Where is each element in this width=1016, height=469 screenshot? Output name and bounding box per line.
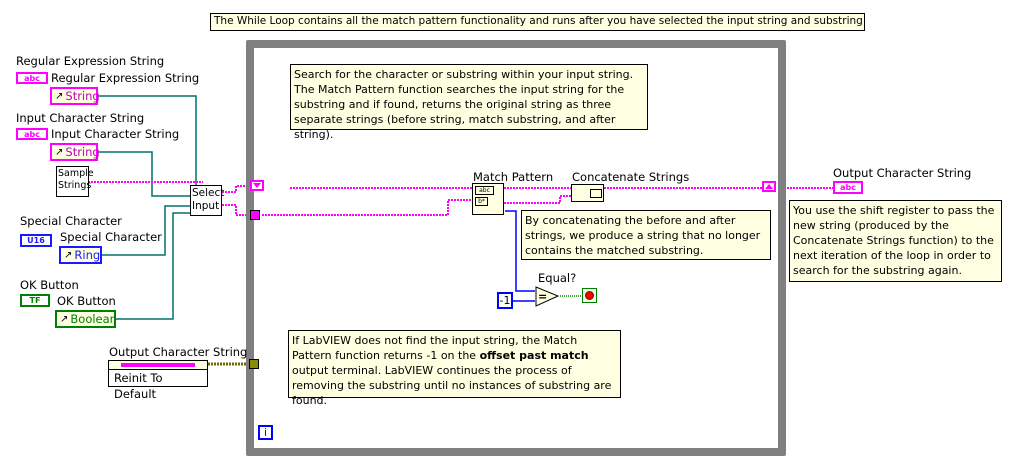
- ref-wire-ok: [114, 212, 192, 320]
- property-node[interactable]: Reinit To Default: [108, 360, 208, 401]
- reference-arrow-icon: ↗: [55, 146, 64, 158]
- svg-text:=: =: [538, 290, 547, 303]
- propnode-property[interactable]: Reinit To Default: [114, 371, 163, 401]
- concatenate-icon: [590, 189, 602, 198]
- ref-input[interactable]: ↗String: [50, 143, 100, 161]
- propnode-tunnel[interactable]: [249, 359, 259, 369]
- propnode-label: Output Character String: [109, 345, 248, 359]
- indicator-label: Output Character String: [833, 166, 972, 180]
- while-loop[interactable]: [246, 40, 786, 456]
- tunnel-to-match-wire: [262, 199, 472, 216]
- reference-arrow-icon: ↗: [64, 249, 73, 261]
- ref-type: String: [65, 145, 100, 159]
- propnode-header: [109, 361, 207, 370]
- string-type-icon: abc: [24, 129, 40, 139]
- equal-function: [535, 286, 560, 307]
- ref-type: String: [65, 89, 100, 103]
- ref-wire-regex: [97, 95, 197, 187]
- terminal-input[interactable]: abc: [16, 128, 48, 140]
- match-pattern-icon: abc: [475, 186, 494, 195]
- terminal-label-ok: OK Button: [57, 294, 116, 308]
- ref-wire-input: [97, 151, 192, 197]
- offset-wire: [505, 210, 535, 292]
- shift-register-left[interactable]: [250, 180, 264, 191]
- boolean-type-icon: TF: [29, 296, 41, 305]
- shift-up-arrow-icon: [765, 184, 773, 189]
- terminal-regex[interactable]: abc: [16, 72, 48, 84]
- terminal-label-special: Special Character: [60, 230, 162, 244]
- equal-label: Equal?: [538, 271, 577, 285]
- match-pattern-regex-icon: b*: [475, 197, 488, 206]
- label-input: Input Character String: [16, 111, 145, 125]
- string-type-icon: abc: [840, 183, 856, 192]
- note-not-found-pre: If LabVIEW does not find the input strin…: [292, 334, 578, 362]
- note-shift-register: You use the shift register to pass the n…: [789, 200, 1002, 282]
- indicator-terminal[interactable]: abc: [833, 181, 863, 194]
- select-to-shift-wire: [222, 185, 250, 193]
- stop-icon: [585, 291, 594, 300]
- label-regex: Regular Expression String: [16, 54, 165, 68]
- ref-type: Boolean: [70, 312, 117, 326]
- terminal-ok[interactable]: TF: [20, 294, 50, 307]
- shift-down-arrow-icon: [253, 183, 261, 188]
- note-search: Search for the character or substring wi…: [290, 64, 648, 141]
- terminal-label-regex: Regular Expression String: [51, 71, 200, 85]
- string-tunnel[interactable]: [250, 210, 260, 220]
- terminal-label-input: Input Character String: [51, 127, 180, 141]
- match-after-wire: [504, 195, 571, 204]
- label-special: Special Character: [20, 214, 122, 228]
- ref-special[interactable]: ↗Ring: [59, 246, 102, 264]
- note-while-loop: The While Loop contains all the match pa…: [210, 13, 866, 31]
- match-pattern-function[interactable]: abc b*: [472, 183, 504, 215]
- terminal-special[interactable]: U16: [20, 234, 52, 247]
- propnode-refnum-bar: [121, 363, 195, 367]
- u16-type-icon: U16: [27, 236, 45, 245]
- stop-condition[interactable]: [582, 288, 597, 303]
- ref-wire-special: [101, 205, 192, 256]
- concatenate-function[interactable]: [571, 184, 604, 202]
- note-not-found-post: output terminal. LabVIEW continues the p…: [292, 364, 612, 407]
- concatenate-label: Concatenate Strings: [572, 170, 690, 184]
- ref-regex[interactable]: ↗String: [50, 87, 100, 105]
- label-ok: OK Button: [20, 278, 79, 292]
- ref-ok[interactable]: ↗Boolean: [55, 310, 117, 328]
- select-to-tunnel-wire: [222, 204, 250, 216]
- select-input-subvi[interactable]: Select Input: [190, 185, 224, 216]
- match-pattern-label: Match Pattern: [473, 170, 554, 184]
- note-not-found-bold: offset past match: [479, 349, 589, 362]
- reference-arrow-icon: ↗: [55, 90, 64, 102]
- string-type-icon: abc: [24, 73, 40, 83]
- constant-minus-one[interactable]: -1: [497, 292, 513, 309]
- ref-type: Ring: [74, 248, 101, 262]
- shift-register-right[interactable]: [762, 181, 776, 192]
- note-concatenate: By concatenating the before and after st…: [521, 210, 771, 260]
- sample-strings-constant[interactable]: Sample Strings: [56, 166, 94, 197]
- reference-arrow-icon: ↗: [60, 313, 69, 325]
- iteration-terminal: i: [258, 425, 273, 440]
- note-not-found: If LabVIEW does not find the input strin…: [288, 330, 621, 407]
